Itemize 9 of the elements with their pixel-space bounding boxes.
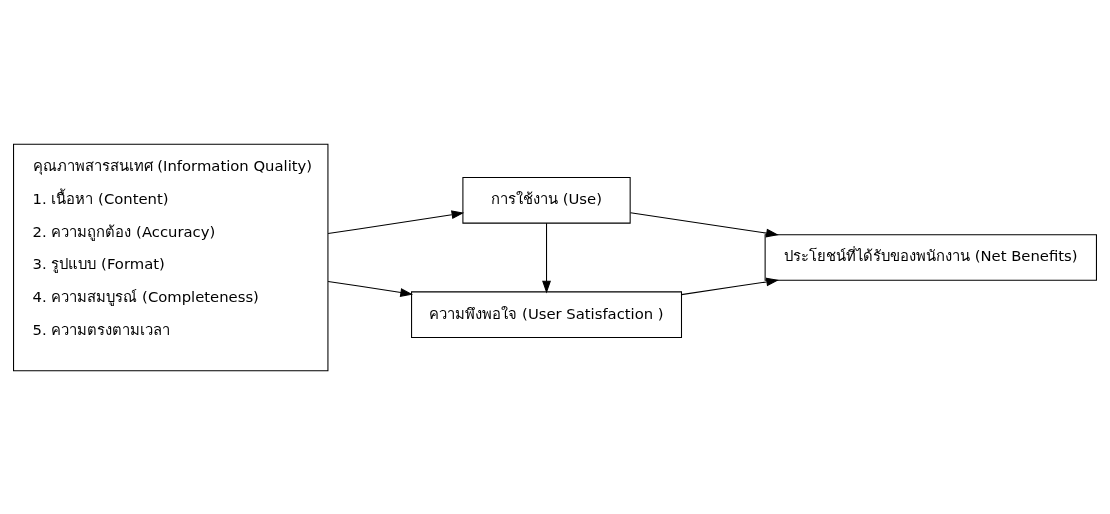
node-box: ความพึงพอใจ (User Satisfaction ) bbox=[411, 290, 683, 338]
arrow bbox=[630, 211, 779, 237]
node-box: คุณภาพสารสนเทศ (Information Quality) 1. เนื้อหา (Content) 2. ความถูกต้อง (Accuracy) 3. รูปแบบ (Format) 4. ความสมบูรณ์ (Completeness) 5. ความตรงตามเวลา bbox=[13, 143, 329, 371]
arrow bbox=[327, 280, 414, 297]
node-box: ประโยชน์ที่ได้รับของพนักงาน (Net Benefits) bbox=[764, 233, 1097, 281]
arrow bbox=[327, 209, 465, 234]
arrow bbox=[542, 222, 551, 293]
node-box: การใช้งาน (Use) bbox=[462, 176, 631, 224]
arrow bbox=[681, 277, 779, 295]
